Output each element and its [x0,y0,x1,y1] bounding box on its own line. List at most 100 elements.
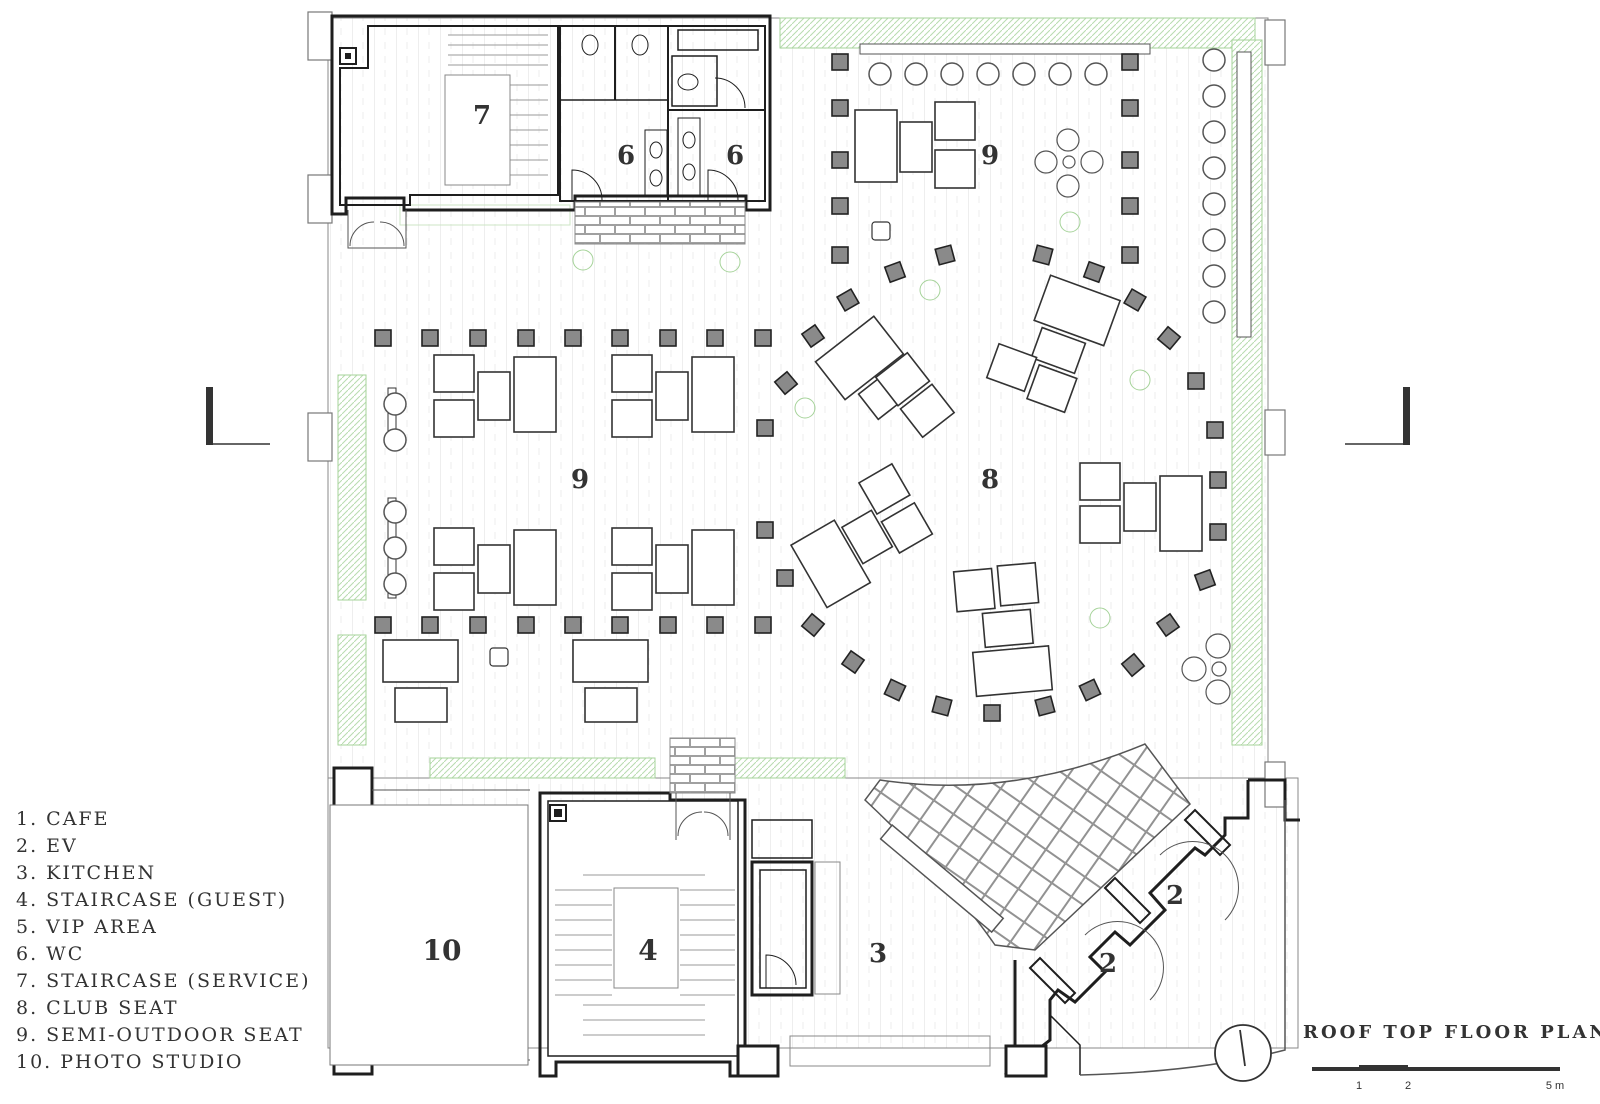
greenery [337,17,1263,779]
room-number: 4 [638,934,657,967]
chair [831,197,849,215]
club-seat-group-4 [789,462,934,609]
legend-item: 10. PHOTO STUDIO [16,1051,244,1073]
chair [517,329,535,347]
chair [1034,695,1056,717]
wc-block [559,25,766,245]
kitchen [750,819,991,1067]
chair [611,329,629,347]
chair [1206,421,1224,439]
chair [776,569,794,587]
legend-item: 6. WC [16,943,85,965]
chair [1209,523,1227,541]
photo-studio [329,766,530,1076]
chair [800,323,826,349]
chair [1122,287,1148,313]
scale-tick-label: 5 m [1546,1080,1564,1092]
chair [1120,652,1146,678]
section-marker-icon [206,387,1410,445]
club-seat-group-1b [874,351,956,439]
chair [659,329,677,347]
scale-tick-label: 2 [1405,1080,1411,1092]
scale-bar: 1 2 5 m [1312,1065,1564,1092]
chair [831,99,849,117]
chair [1121,99,1139,117]
chair [840,649,866,675]
chair [934,244,956,266]
table-group-top [854,101,976,241]
legend-item: 3. KITCHEN [16,862,157,884]
chair [421,329,439,347]
chair [831,53,849,71]
columns [307,11,1286,808]
north-arrow-icon [1214,1024,1272,1082]
chairs [374,53,1227,722]
room-number: 2 [1166,881,1184,911]
chair [754,616,772,634]
chair [931,695,953,717]
chair [1155,612,1181,638]
walkway-bench [879,824,1005,934]
chair [564,329,582,347]
chair [1193,568,1217,592]
legend-item: 8. CLUB SEAT [16,997,179,1019]
chair [1078,678,1102,702]
chair [469,329,487,347]
chair [800,612,826,638]
club-seat-group-3 [1079,462,1203,552]
club-seat-group-5 [952,561,1054,698]
chair [1156,325,1182,351]
scale-tick-label: 1 [1356,1080,1362,1092]
round-table-cluster [1034,128,1231,705]
chair [756,521,774,539]
room-number: 9 [981,141,999,171]
room-number: 10 [423,934,462,967]
plan-title: ROOF TOP FLOOR PLAN [1303,1022,1600,1043]
bar-seating-top [859,43,1252,338]
chair [564,616,582,634]
club-seat-group-2 [985,274,1122,414]
chair [517,616,535,634]
table-group-left [382,354,735,723]
chair [469,616,487,634]
legend-item: 7. STAIRCASE (SERVICE) [16,970,311,992]
chair [611,616,629,634]
chair [831,151,849,169]
legend: 1. CAFE 2. EV 3. KITCHEN 4. STAIRCASE (G… [16,806,311,1076]
legend-item: 9. SEMI-OUTDOOR SEAT [16,1024,304,1046]
chair [1032,244,1054,266]
chair [773,370,799,396]
legend-item: 5. VIP AREA [16,916,158,938]
chair [374,329,392,347]
room-number: 6 [617,141,635,171]
chair [1209,471,1227,489]
chair [831,246,849,264]
chair [756,419,774,437]
left-stools [383,392,407,596]
room-number: 8 [981,465,999,495]
legend-item: 2. EV [16,835,78,857]
room-number: 7 [473,101,491,131]
chair [706,616,724,634]
chair [983,704,1001,722]
chair [883,678,907,702]
chair [1121,151,1139,169]
chair [883,260,907,284]
chair [1121,53,1139,71]
chair [1082,260,1106,284]
service-staircase [330,14,772,249]
room-number: 6 [726,141,744,171]
column-bottom [736,1044,780,1078]
chair [659,616,677,634]
chair [421,616,439,634]
chair [1187,372,1205,390]
legend-item: 1. CAFE [16,808,110,830]
guest-staircase [538,737,747,1078]
column-bottom-2 [1004,1044,1048,1078]
chair [706,329,724,347]
chair [1121,246,1139,264]
chair [1121,197,1139,215]
legend-item: 4. STAIRCASE (GUEST) [16,889,288,911]
chair [374,616,392,634]
